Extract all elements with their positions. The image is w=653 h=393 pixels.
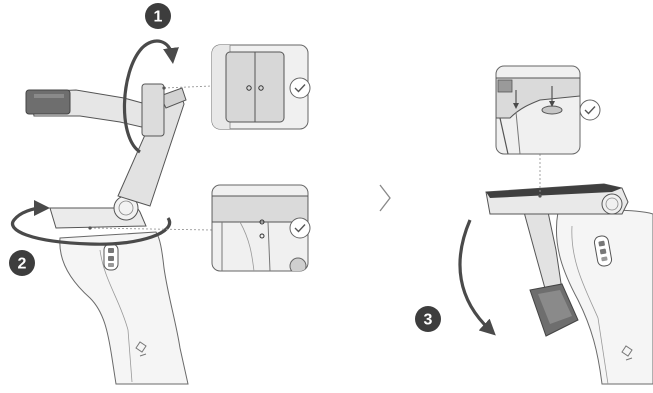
fold-arrow-3: [460, 220, 490, 330]
chevron-right-icon: [380, 185, 390, 211]
gimbal-handle-left: [60, 232, 188, 384]
check-icon: [290, 218, 310, 238]
detail-callout-clamp: [212, 45, 310, 129]
detail-callout-pan-arm: [212, 185, 310, 274]
control-buttons-icon: [104, 244, 118, 270]
step-badge-3: 3: [415, 306, 441, 332]
step-badge-2: 2: [9, 250, 35, 276]
check-icon: [580, 100, 600, 120]
svg-text:3: 3: [424, 312, 433, 329]
svg-text:1: 1: [154, 9, 163, 26]
phone-clamp-jaw: [26, 90, 70, 114]
right-illustration: 3: [415, 154, 653, 384]
step-badge-1: 1: [145, 3, 171, 29]
svg-text:2: 2: [18, 256, 27, 273]
detail-callout-folded: [496, 66, 600, 154]
left-illustration: 1 2: [9, 3, 212, 384]
check-icon: [290, 78, 310, 98]
clamp-head: [142, 84, 164, 136]
